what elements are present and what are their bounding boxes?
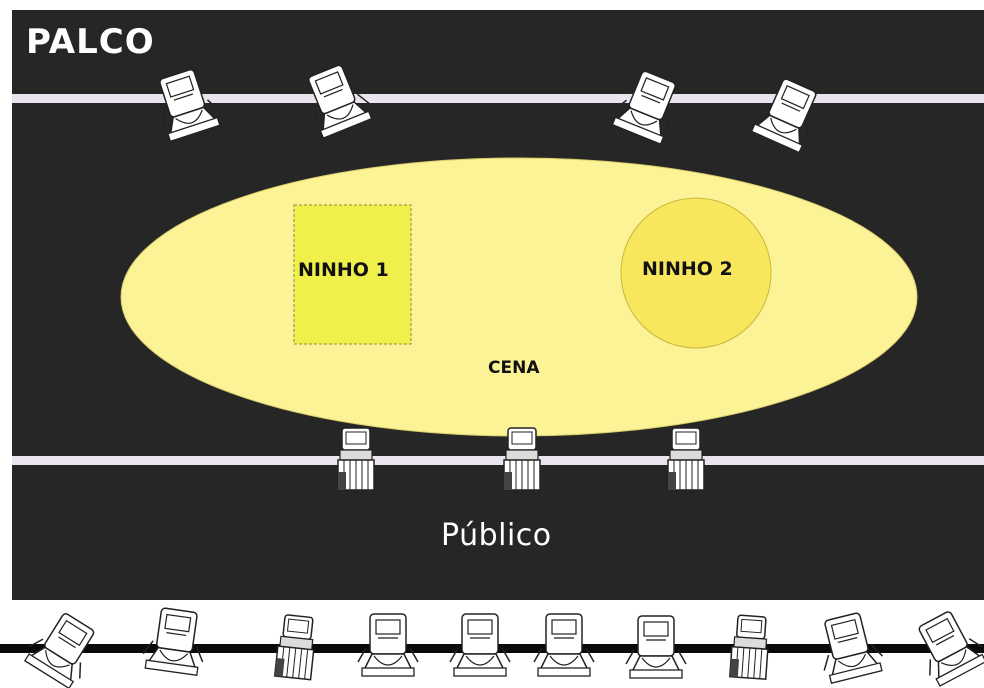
par-can-light-icon — [274, 613, 318, 681]
fresnel-spotlight-icon — [607, 64, 689, 147]
par-can-light-icon — [667, 427, 705, 491]
front-lighting-rail — [12, 456, 984, 465]
fresnel-spotlight-icon — [747, 72, 829, 155]
scene-area — [120, 157, 918, 437]
nest-2-label: NINHO 2 — [642, 258, 733, 280]
par-can-light-icon — [503, 427, 541, 491]
par-can-light-icon — [337, 427, 375, 491]
scene-label: CENA — [488, 358, 540, 378]
audience-label: Público — [441, 518, 552, 553]
nest-1-label: NINHO 1 — [298, 259, 389, 281]
nest-2-area — [620, 197, 772, 349]
stage-title: PALCO — [26, 22, 155, 62]
fresnel-spotlight-icon — [146, 64, 225, 144]
nest-1-area — [293, 204, 412, 345]
par-can-light-icon — [729, 614, 771, 680]
top-lighting-rail — [12, 94, 984, 103]
fresnel-spotlight-icon — [140, 605, 211, 677]
